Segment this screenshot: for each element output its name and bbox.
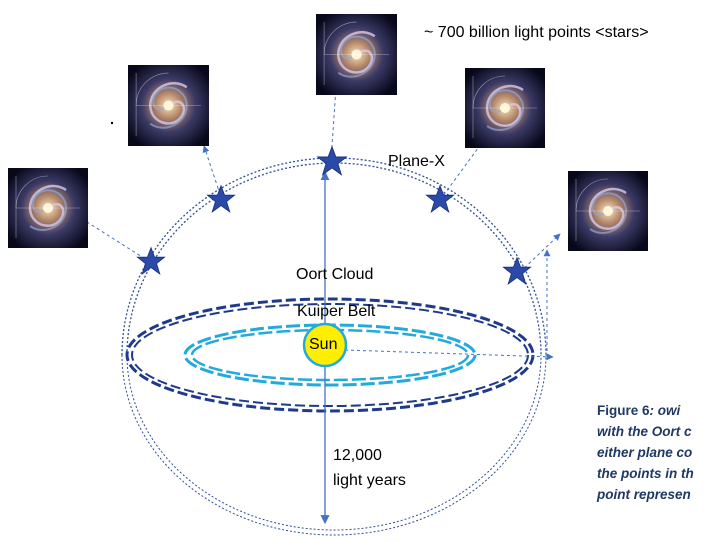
star-icon (425, 185, 455, 213)
stars-count-label: ~ 700 billion light points <stars> (424, 24, 649, 41)
sun-label: Sun (309, 336, 338, 353)
distance-unit-label: light years (333, 472, 406, 489)
galaxy-image (568, 171, 648, 251)
star-icon (136, 247, 166, 275)
caption-line1: : owi (649, 403, 681, 418)
galaxy-image (8, 168, 88, 248)
caption-line5: point represen (597, 487, 691, 502)
star-icon (206, 185, 236, 213)
star-icon (317, 146, 347, 176)
galaxy-image (316, 14, 397, 95)
galaxy-image (128, 65, 209, 146)
star-icon (502, 257, 531, 285)
caption-line3: either plane co (597, 445, 693, 460)
plane-x-label: Plane-X (388, 153, 445, 170)
radius-arrow (344, 349, 554, 361)
figure-caption: Figure 6: owi with the Oort c either pla… (597, 400, 723, 505)
galaxy-image (465, 68, 545, 148)
oort-cloud-ring (125, 297, 535, 413)
stray-dot (110, 121, 114, 125)
kuiper-belt-label: Kuiper Belt (297, 303, 376, 320)
oort-cloud-label: Oort Cloud (296, 266, 374, 283)
lower-dome-outline (121, 354, 547, 536)
distance-value-label: 12,000 (333, 447, 382, 464)
sun (302, 322, 348, 368)
caption-lead: Figure 6 (597, 403, 650, 418)
caption-line4: the points in th (597, 466, 694, 481)
caption-line2: with the Oort c (597, 424, 692, 439)
